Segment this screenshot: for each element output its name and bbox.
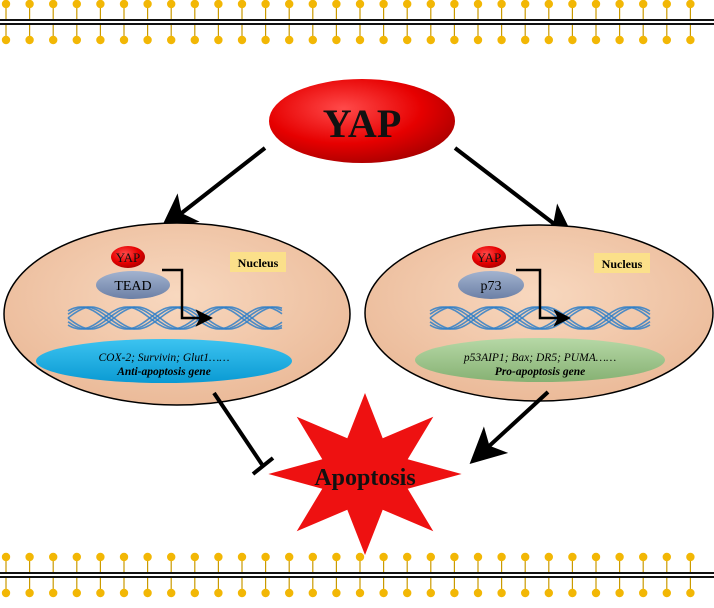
left-nucleus: Nucleus YAP TEAD COX-2; Survivin; Glut1…… [3, 222, 351, 406]
apoptosis-label: Apoptosis [314, 465, 415, 491]
p73-label: p73 [481, 279, 502, 294]
arrow-yap-to-right-nucleus [453, 146, 575, 240]
right-transcription-arrow [516, 268, 571, 327]
arrow-yap-to-left-nucleus [160, 146, 267, 230]
yap-main-node: YAP [269, 79, 455, 163]
right-nucleus-label: Nucleus [602, 257, 643, 271]
left-nucleus-label: Nucleus [238, 256, 279, 270]
left-yap-label: YAP [116, 250, 141, 265]
right-yap-node [472, 246, 506, 268]
right-gene-list: p53AIP1; Bax; DR5; PUMA…… [463, 352, 616, 364]
left-gene-class: Anti-apoptosis gene [116, 366, 211, 378]
left-yap-node [111, 246, 145, 268]
right-gene-class: Pro-apoptosis gene [495, 366, 585, 378]
right-yap-label: YAP [477, 250, 502, 265]
left-nucleus-label-box [230, 252, 286, 272]
membrane-top [0, 0, 714, 45]
left-transcription-arrow [162, 268, 213, 327]
tead-label: TEAD [114, 279, 151, 294]
left-dna [67, 306, 283, 330]
anti-apoptosis-gene-box [36, 339, 292, 383]
membrane-bottom [0, 552, 714, 598]
tead-node [96, 271, 170, 299]
inhibition-bar [251, 456, 275, 476]
apoptosis-node: Apoptosis [268, 393, 462, 555]
left-gene-list: COX-2; Survivin; Glut1…… [99, 352, 230, 364]
yap-main-label: YAP [323, 101, 402, 146]
right-nucleus: Nucleus YAP p73 p53AIP1; Bax; DR5; PUMA…… [364, 224, 714, 402]
apoptosis-star [268, 393, 462, 555]
p73-node [458, 271, 524, 299]
inhibition-line [212, 391, 265, 468]
right-nucleus-label-box [594, 253, 650, 273]
activation-arrow [469, 390, 550, 465]
pro-apoptosis-gene-box [415, 338, 665, 382]
